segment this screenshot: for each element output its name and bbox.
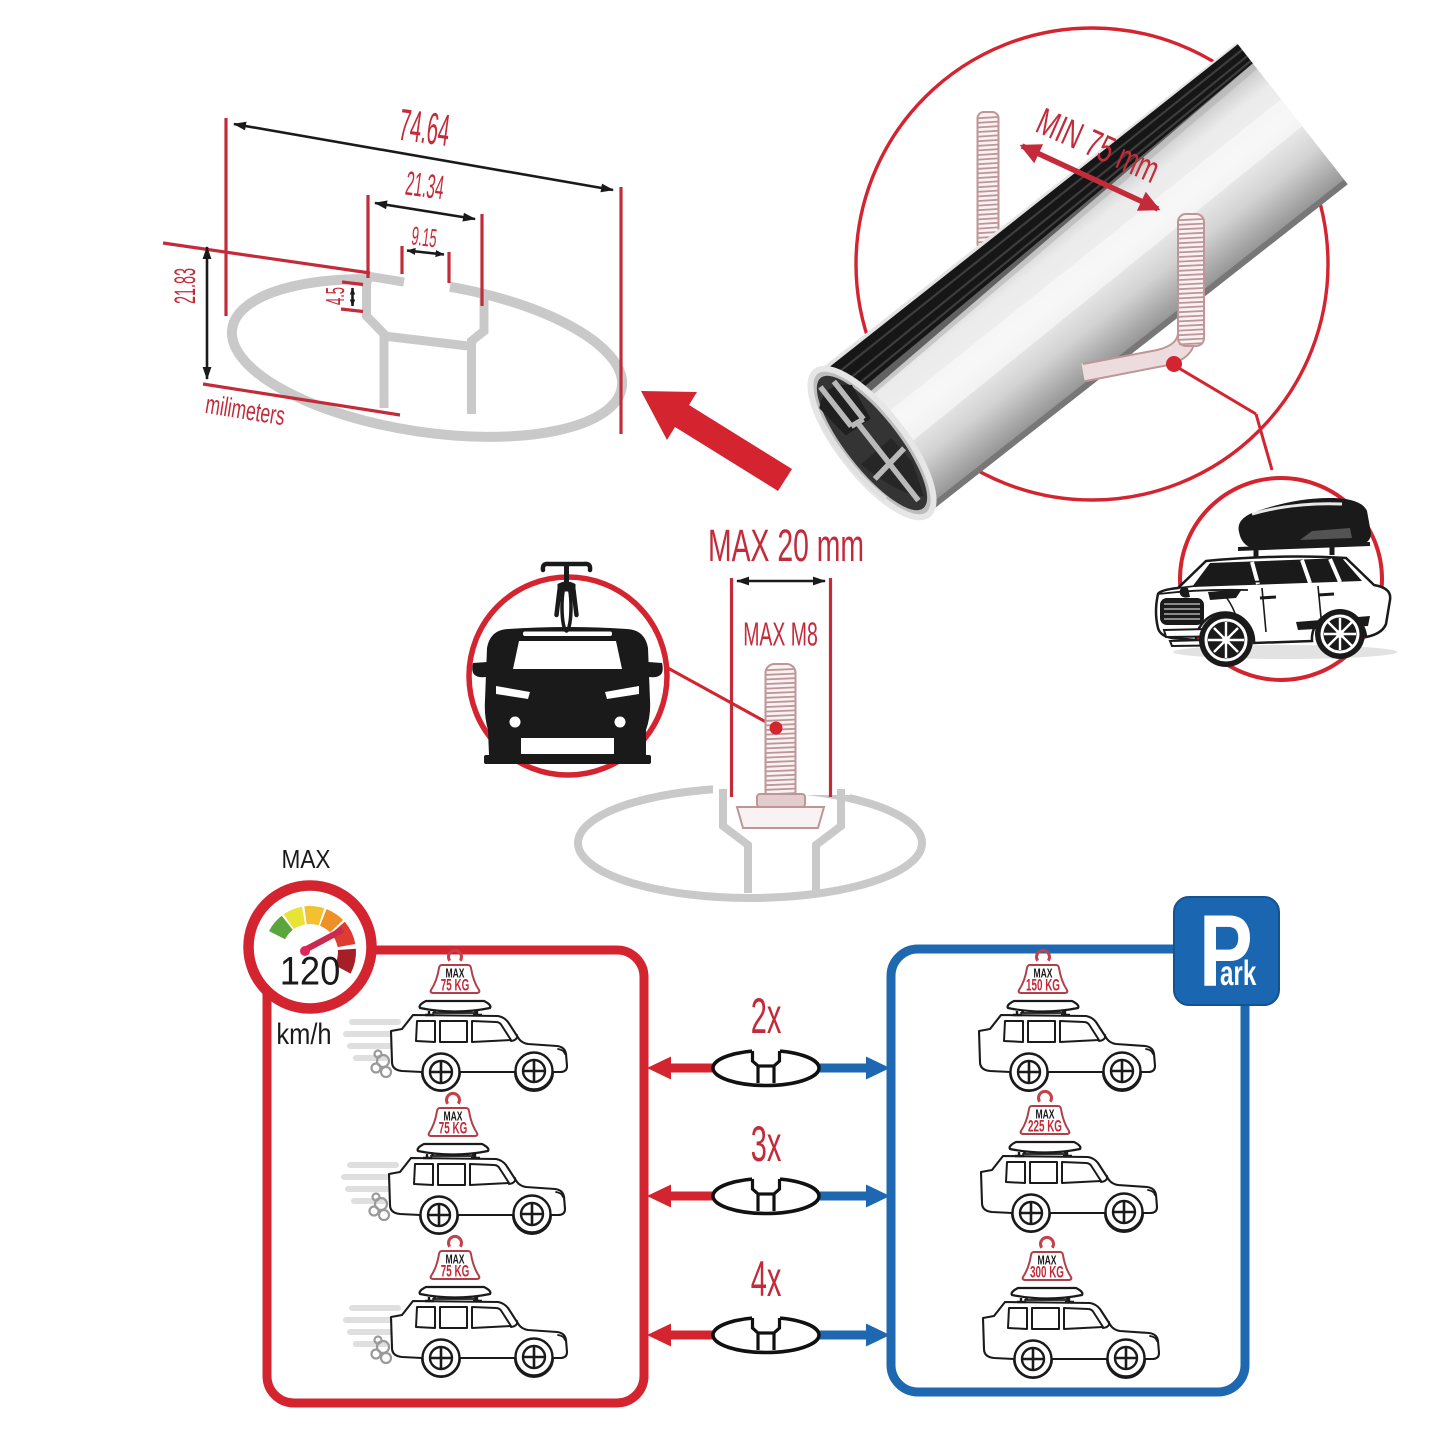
svg-text:MAX: MAX	[281, 845, 330, 874]
svg-text:km/h: km/h	[276, 1017, 331, 1050]
svg-text:4.5: 4.5	[321, 287, 350, 305]
svg-text:120: 120	[280, 950, 341, 994]
svg-text:4x: 4x	[751, 1251, 782, 1307]
svg-text:MAX: MAX	[1033, 967, 1053, 981]
svg-text:MAX: MAX	[445, 967, 465, 981]
svg-text:MAX: MAX	[445, 1253, 465, 1267]
svg-text:MAX M8: MAX M8	[743, 615, 818, 653]
svg-text:225 KG: 225 KG	[1028, 1116, 1062, 1136]
svg-text:75 KG: 75 KG	[439, 1118, 467, 1138]
svg-text:75 KG: 75 KG	[441, 975, 469, 995]
svg-text:21.83: 21.83	[168, 268, 201, 304]
svg-text:3x: 3x	[751, 1116, 782, 1172]
svg-text:150 KG: 150 KG	[1026, 975, 1060, 995]
svg-text:74.64: 74.64	[396, 100, 453, 156]
svg-text:21.34: 21.34	[403, 164, 446, 207]
svg-text:MAX: MAX	[1037, 1254, 1057, 1268]
svg-text:MAX: MAX	[1035, 1108, 1055, 1122]
svg-text:ark: ark	[1220, 955, 1256, 993]
svg-text:75 KG: 75 KG	[441, 1261, 469, 1281]
svg-text:9.15: 9.15	[410, 222, 439, 254]
svg-text:MAX: MAX	[443, 1110, 463, 1124]
svg-text:P: P	[1199, 895, 1253, 1008]
svg-text:MAX 20 mm: MAX 20 mm	[708, 520, 864, 570]
svg-text:300 KG: 300 KG	[1030, 1262, 1064, 1282]
svg-text:2x: 2x	[751, 988, 782, 1044]
